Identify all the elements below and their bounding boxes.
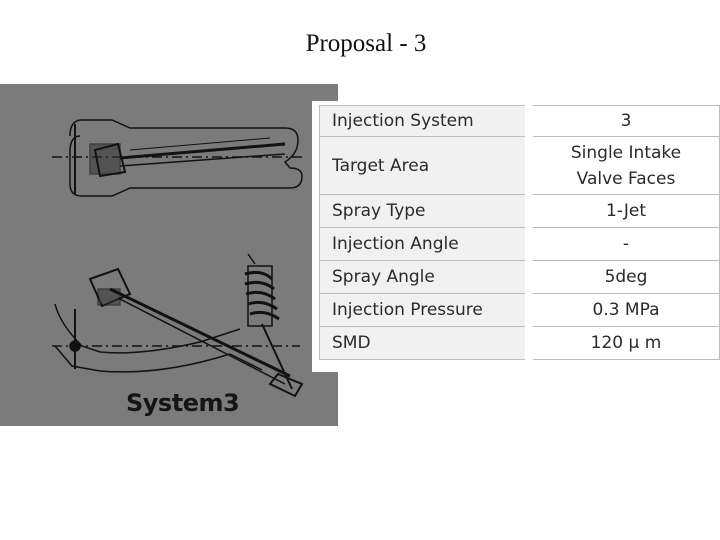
param-cell: SMD xyxy=(319,326,533,360)
table-row: Injection System 3 xyxy=(319,105,720,137)
param-cell: Target Area xyxy=(319,136,533,195)
value-cell: 5deg xyxy=(528,260,720,294)
value-text: Single Intake Valve Faces xyxy=(570,142,682,189)
value-cell: 3 xyxy=(528,105,720,137)
value-cell: 0.3 MPa xyxy=(528,293,720,327)
value-cell: 1-Jet xyxy=(528,194,720,228)
table-row: Target Area Single Intake Valve Faces xyxy=(319,136,720,195)
param-cell: Injection System xyxy=(319,105,533,137)
param-cell: Injection Angle xyxy=(319,227,533,261)
value-cell: - xyxy=(528,227,720,261)
param-cell: Spray Angle xyxy=(319,260,533,294)
figure-label: System3 xyxy=(126,389,240,417)
value-cell: 120 μ m xyxy=(528,326,720,360)
injector-schematic-icon xyxy=(52,119,305,398)
table-row: SMD 120 μ m xyxy=(319,326,720,360)
table-row: Injection Angle - xyxy=(319,227,720,261)
table-row: Spray Angle 5deg xyxy=(319,260,720,294)
table-row: Injection Pressure 0.3 MPa xyxy=(319,293,720,327)
param-cell: Spray Type xyxy=(319,194,533,228)
figure-panel: System3 xyxy=(0,84,338,426)
param-cell: Injection Pressure xyxy=(319,293,533,327)
slide-title: Proposal - 3 xyxy=(305,30,427,57)
table-row: Spray Type 1-Jet xyxy=(319,194,720,228)
spec-table-container: Injection System 3 Target Area Single In… xyxy=(312,101,720,372)
spec-table: Injection System 3 Target Area Single In… xyxy=(319,105,720,360)
value-cell: Single Intake Valve Faces xyxy=(528,136,720,195)
